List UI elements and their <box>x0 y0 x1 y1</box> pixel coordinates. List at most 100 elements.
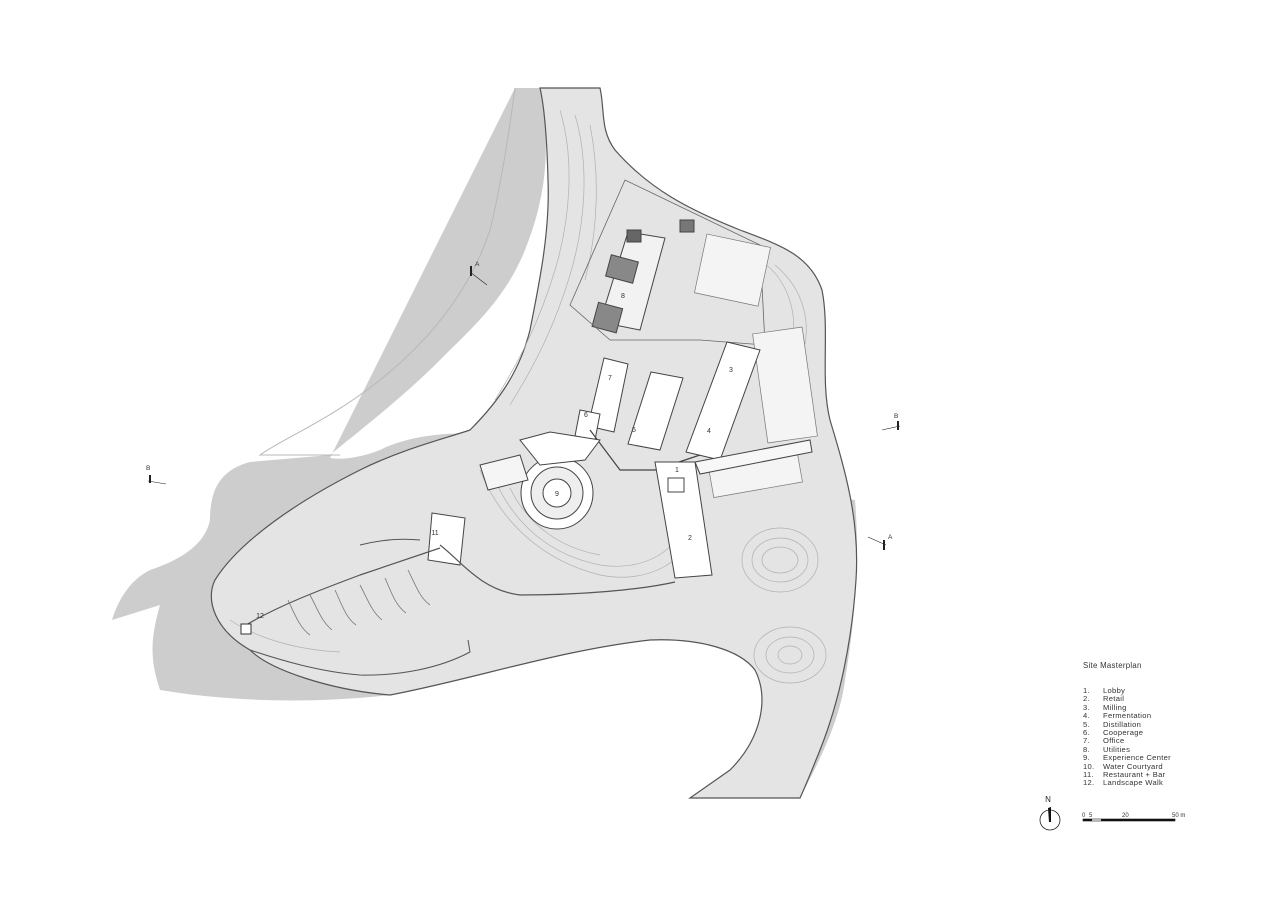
contour-line <box>751 537 809 583</box>
contour-line <box>509 487 601 556</box>
scale-bar-segment <box>1101 819 1128 821</box>
legend-item-number: 1. <box>1083 686 1090 695</box>
shoreline-south <box>249 639 471 676</box>
building-label-5: 5 <box>632 427 636 434</box>
building-label-9: 9 <box>555 491 559 498</box>
legend-item-label: Water Courtyard <box>1103 761 1163 771</box>
legend-item: 8. Utilities <box>1083 744 1263 754</box>
contour-line <box>494 109 570 401</box>
north-arrow-icon: N <box>1039 795 1061 831</box>
legend-item-number: 12. <box>1083 778 1095 788</box>
scale-tick-label: 50 m <box>1172 813 1185 819</box>
river-bank-west <box>258 87 516 456</box>
legend: Site Masterplan 1.Lobby 2.Retail 3.Milli… <box>1083 661 1263 788</box>
buildings <box>240 179 818 636</box>
terraces <box>287 569 431 636</box>
legend-item: 11. Restaurant + Bar <box>1083 770 1263 780</box>
legend-item-number: 8. <box>1083 744 1090 754</box>
building-label-4: 4 <box>707 428 711 435</box>
scale-bar-segment <box>1083 819 1092 821</box>
legend-list: 1. Lobby 2.Retail 3. Milling 4. Fermentatio… <box>1083 686 1263 788</box>
contour-line <box>761 546 799 574</box>
scale-bar: 0 5 20 50 m <box>1082 813 1185 822</box>
legend-item-label: Distillation <box>1103 719 1142 729</box>
legend-item-number: 4. <box>1083 711 1090 721</box>
building-label-6: 6 <box>584 412 588 419</box>
parking-area <box>752 326 818 444</box>
scale-tick-label: 5 <box>1089 813 1093 819</box>
utilities-block <box>679 219 695 233</box>
legend-item: 5. Distillation <box>1083 719 1263 729</box>
legend-item-label: Fermentation <box>1103 711 1152 721</box>
experience-center-wing <box>519 431 601 466</box>
contour-line <box>765 636 815 674</box>
contour-line <box>777 645 803 665</box>
section-line <box>469 271 488 286</box>
building-label-3: 3 <box>729 367 733 374</box>
legend-item: 10. Water Courtyard <box>1083 761 1263 771</box>
contour-line <box>509 114 585 406</box>
lobby-court <box>667 477 685 493</box>
experience-center-annex <box>479 454 529 491</box>
legend-item-number: 10. <box>1083 761 1095 771</box>
parking-area <box>694 233 771 307</box>
legend-item-number: 3. <box>1083 702 1090 712</box>
legend-item: 7.Office <box>1083 736 1263 746</box>
contour-line <box>229 619 341 653</box>
entry-bridge <box>694 439 813 475</box>
legend-item-label: Lobby <box>1103 686 1126 695</box>
legend-item-label: Cooperage <box>1103 728 1144 738</box>
section-marker-b-left: B <box>146 465 167 485</box>
lobby-retail-building <box>654 461 713 579</box>
landscape-pavilion <box>240 623 252 635</box>
terrace-line <box>287 599 311 636</box>
section-marker-a-top: A <box>469 261 488 286</box>
section-label: B <box>146 465 150 472</box>
building-label-11: 11 <box>431 530 438 537</box>
parking-lot <box>694 233 818 498</box>
legend-item: 4. Fermentation <box>1083 711 1263 721</box>
legend-item: 9. Experience Center <box>1083 753 1263 763</box>
compass-needle <box>1048 807 1051 822</box>
legend-item-label: Experience Center <box>1103 753 1171 763</box>
section-label: B <box>894 413 898 420</box>
utilities-block <box>605 254 639 284</box>
section-label: A <box>888 534 893 541</box>
terrace-line <box>334 589 357 626</box>
north-label: N <box>1045 795 1051 804</box>
section-marker-b-right: B <box>881 413 901 431</box>
building-label-12: 12 <box>256 613 264 620</box>
terrace-line <box>309 594 333 631</box>
building-label-7: 7 <box>608 375 612 382</box>
section-label: A <box>475 261 480 268</box>
building-label-8: 8 <box>621 293 625 300</box>
legend-item-label: Utilities <box>1103 744 1131 754</box>
terrace-line <box>359 584 383 621</box>
distillation-building <box>627 371 684 451</box>
legend-item-number: 9. <box>1083 753 1090 763</box>
legend-item-label: Restaurant + Bar <box>1103 770 1166 780</box>
section-marker-a-right: A <box>867 534 893 550</box>
legend-item-number: 6. <box>1083 728 1090 738</box>
legend-item-number: 5. <box>1083 719 1090 729</box>
utilities-block <box>626 229 642 243</box>
scale-tick-label: 20 <box>1122 813 1129 819</box>
building-label-2: 2 <box>688 535 692 542</box>
building-labels: 1 2 3 4 5 6 7 8 9 11 12 <box>256 293 733 620</box>
terrace-line <box>407 569 431 606</box>
legend-item-label: Milling <box>1103 702 1127 712</box>
legend-item: 2.Retail <box>1083 694 1263 704</box>
walk-spur <box>359 538 421 546</box>
legend-item: 12. Landscape Walk <box>1083 778 1263 788</box>
scale-bar-segment <box>1128 819 1175 821</box>
restaurant-bar-building <box>427 512 466 566</box>
contour-line <box>753 626 827 684</box>
legend-item-number: 11. <box>1083 770 1094 780</box>
contour-line <box>741 527 819 593</box>
legend-item-label: Landscape Walk <box>1103 778 1164 788</box>
legend-item-label: Retail <box>1103 694 1125 704</box>
legend-item-number: 7. <box>1083 736 1090 746</box>
terrace-line <box>384 577 407 614</box>
landscape-walk-path <box>245 547 441 626</box>
